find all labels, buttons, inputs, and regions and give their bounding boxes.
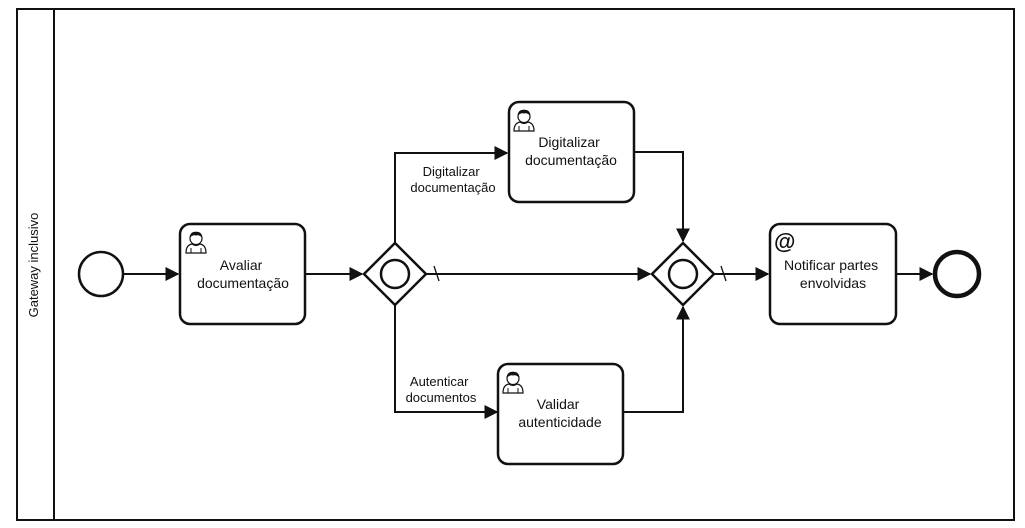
sequence-flows <box>124 146 934 419</box>
flow-digitalizar-to-join[interactable] <box>634 151 690 243</box>
task-label-line1: Notificar partes <box>784 257 878 273</box>
task-label-line2: documentação <box>525 152 617 168</box>
gateway-diamond <box>650 241 716 307</box>
task-box <box>507 100 636 204</box>
lane-label: Gateway inclusivo <box>26 213 41 318</box>
task-avaliar-documentacao[interactable]: Avaliar documentação <box>178 222 307 326</box>
task-label-line1: Digitalizar <box>538 134 600 150</box>
task-label-line2: autenticidade <box>518 414 602 430</box>
inclusive-marker-icon <box>667 258 699 290</box>
end-event[interactable] <box>932 249 982 299</box>
inclusive-marker-icon <box>379 258 411 290</box>
task-label-line2: documentação <box>197 275 289 291</box>
task-label: Avaliar documentação <box>197 257 289 291</box>
task-label: Digitalizar documentação <box>525 134 617 168</box>
task-digitalizar-documentacao[interactable]: Digitalizar documentação <box>507 100 636 204</box>
task-label-line1: Validar <box>537 396 580 412</box>
default-flow-marker <box>433 265 440 282</box>
gateway-diamond <box>362 241 428 307</box>
flow-label-lower-line2: documentos <box>406 390 477 405</box>
flow-label-upper-line1: Digitalizar <box>423 164 481 179</box>
task-validar-autenticidade[interactable]: Validar autenticidade <box>496 362 625 466</box>
flow-label-lower: Autenticar documentos <box>406 374 477 405</box>
task-box <box>178 222 307 326</box>
flow-label-upper-line2: documentação <box>410 180 495 195</box>
flow-validar-to-join[interactable] <box>623 305 690 413</box>
task-label: Notificar partes envolvidas <box>784 257 882 291</box>
task-label: Validar autenticidade <box>518 396 602 430</box>
task-box <box>768 222 898 326</box>
task-box <box>496 362 625 466</box>
task-notificar-partes-envolvidas[interactable]: @ Notificar partes envolvidas <box>768 222 898 326</box>
flow-label-upper: Digitalizar documentação <box>410 164 495 195</box>
flow-label-lower-line1: Autenticar <box>410 374 469 389</box>
inclusive-gateway-join[interactable] <box>650 241 716 307</box>
task-label-line1: Avaliar <box>220 257 263 273</box>
task-label-line2: envolvidas <box>800 275 866 291</box>
flow-split-to-validar[interactable] <box>394 305 499 419</box>
default-flow-marker <box>720 265 727 282</box>
send-email-icon: @ <box>774 229 795 254</box>
flow-split-to-digitalizar[interactable] <box>394 146 509 243</box>
inclusive-gateway-split[interactable] <box>362 241 428 307</box>
start-event[interactable] <box>77 250 125 298</box>
